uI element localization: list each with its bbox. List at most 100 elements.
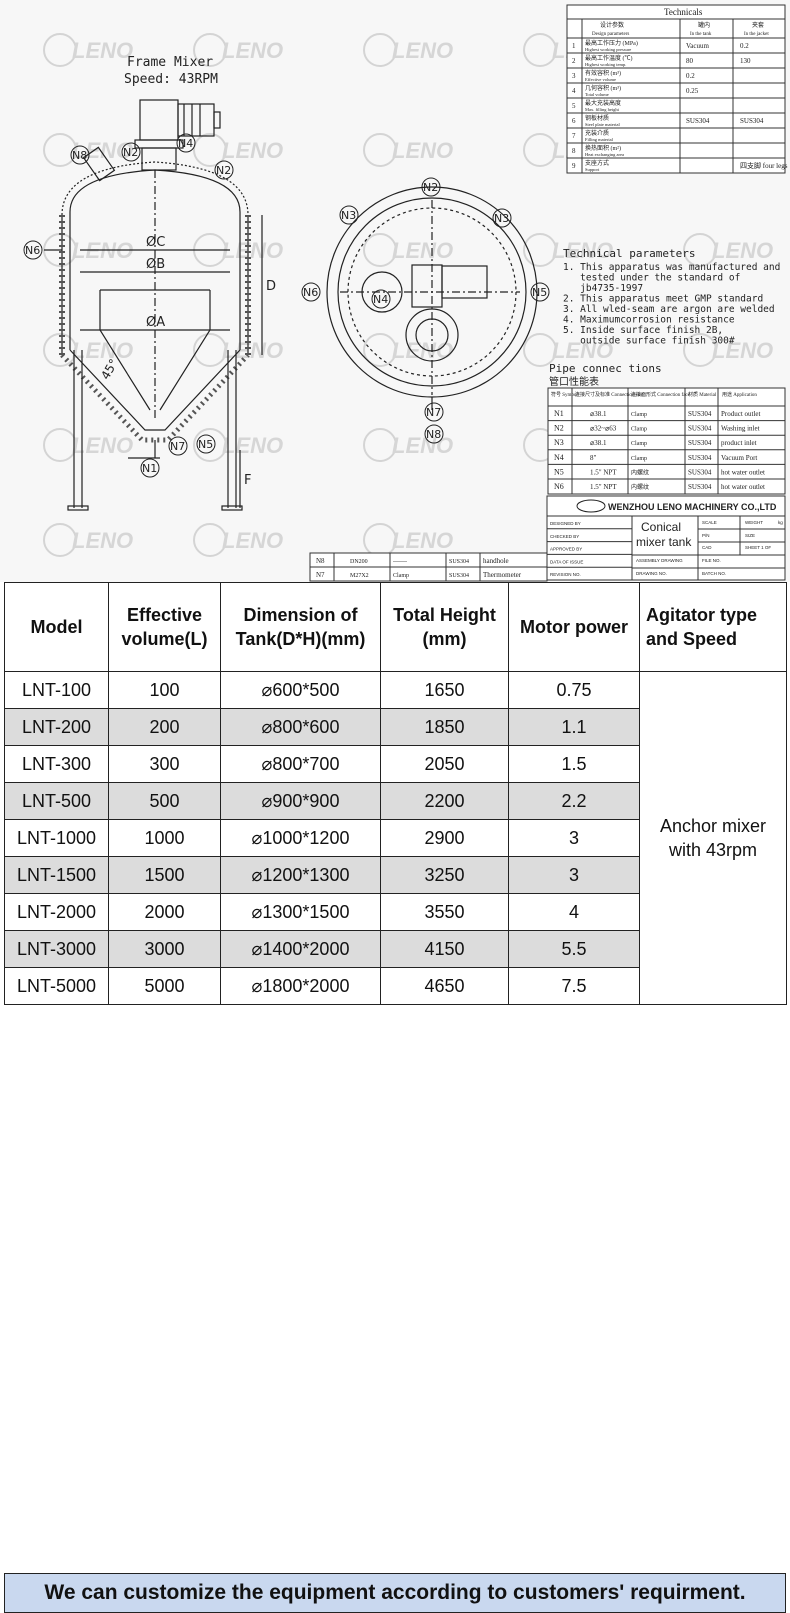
- technicals-row-no: 2: [572, 57, 576, 65]
- title-block-right-label: SHEET 1 OF: [745, 545, 771, 550]
- svg-text:N6: N6: [25, 244, 40, 257]
- technicals-row-no: 4: [572, 87, 576, 95]
- technicals-row-en: Highest working temp.: [585, 62, 626, 67]
- pipe-row-symbol: N4: [554, 453, 564, 462]
- watermark-logo: LENO: [43, 523, 133, 557]
- tech-params-title: Technical parameters: [563, 247, 695, 260]
- table-cell: 1650: [380, 671, 509, 709]
- table-cell: ⌀1200*1300: [220, 856, 381, 894]
- drawing-svg: LENO LENO LENO LENO LENO LENO LENO LENO …: [23, 4, 788, 582]
- table-cell: 1.1: [508, 708, 640, 746]
- watermark-logo: LENO: [363, 333, 453, 367]
- technicals-row-no: 9: [572, 162, 576, 170]
- tank-plan-view: [326, 186, 538, 410]
- svg-text:N2: N2: [216, 164, 231, 177]
- nozzle-n2-marker: N2: [121, 142, 141, 162]
- svg-text:LENO: LENO: [712, 338, 773, 363]
- table-cell: ⌀1400*2000: [220, 930, 381, 968]
- extra-row-symbol: N8: [316, 557, 325, 565]
- engineering-drawing: LENO LENO LENO LENO LENO LENO LENO LENO …: [0, 0, 790, 582]
- dim-phi-b: ØB: [146, 257, 165, 272]
- technicals-title: Technicals: [664, 7, 703, 17]
- table-cell: LNT-300: [4, 745, 109, 783]
- technicals-row-cn: 充装介质: [585, 129, 609, 137]
- pipe-title-cn: 管口性能表: [549, 375, 599, 388]
- table-cell: ⌀800*600: [220, 708, 381, 746]
- plan-n4-marker: N4: [371, 289, 391, 309]
- table-cell: 7.5: [508, 967, 640, 1005]
- table-cell: 1.5: [508, 745, 640, 783]
- svg-text:N6: N6: [303, 286, 318, 299]
- extra-row-application: handhole: [483, 557, 509, 565]
- pipe-row-material: SUS304: [688, 454, 712, 462]
- extra-row-face: Clamp: [393, 573, 409, 579]
- technicals-row-jacket: 0.2: [740, 42, 749, 50]
- watermark-logo: LENO: [523, 333, 613, 367]
- watermark-logo: LENO: [43, 428, 133, 462]
- watermark-logo: LENO: [363, 523, 453, 557]
- technicals-row-no: 5: [572, 102, 576, 110]
- table-cell: 500: [108, 782, 221, 820]
- nozzle-n5-marker: N5: [196, 434, 216, 454]
- svg-text:LENO: LENO: [222, 38, 283, 63]
- nozzle-markers-plan: N2 N3 N3 N6 N4 N5 N7 N8: [301, 177, 550, 444]
- technicals-row-en: Steel plate material: [585, 122, 620, 127]
- svg-text:LENO: LENO: [392, 38, 453, 63]
- watermark-logo: LENO: [193, 523, 283, 557]
- watermark-logo: LENO: [523, 233, 613, 267]
- tech-params-line: 2. This apparatus meet GMP standard: [563, 294, 763, 305]
- pipe-row-face: 内螺纹: [631, 468, 649, 476]
- table-cell: LNT-2000: [4, 893, 109, 931]
- technicals-row-en: Total volume: [585, 92, 609, 97]
- pipe-connections: Pipe connec tions 管口性能表 符号 Symbol 连接尺寸及标…: [547, 362, 786, 495]
- technicals-row-tank: 0.2: [686, 72, 695, 80]
- tech-params-line: 4. Maximumcorrosion resistance: [563, 315, 735, 326]
- nozzle-n8-marker: N8: [70, 145, 90, 165]
- header-dimension: Dimension of Tank(D*H)(mm): [220, 582, 381, 672]
- extra-row-size: DN200: [350, 559, 368, 565]
- pipe-row-symbol: N3: [554, 438, 564, 447]
- technicals-row-cn: 支座方式: [585, 159, 609, 167]
- svg-text:In the tank: In the tank: [690, 32, 712, 37]
- svg-text:LENO: LENO: [222, 433, 283, 458]
- agitator-line-1: Anchor mixer: [659, 816, 767, 836]
- svg-text:LENO: LENO: [552, 338, 613, 363]
- title-block-right-label: P/N: [702, 533, 710, 538]
- svg-text:N7: N7: [426, 406, 441, 419]
- frame-mixer-title: Frame Mixer: [127, 55, 213, 70]
- pipe-row-face: Clamp: [631, 441, 647, 447]
- title-block-right-label: FILE NO.: [702, 558, 721, 563]
- table-cell: 4: [508, 893, 640, 931]
- technicals-row-en: Highest working pressure: [585, 47, 631, 52]
- watermark-logo: LENO: [363, 133, 453, 167]
- table-cell: 0.75: [508, 671, 640, 709]
- watermark-logo: LENO: [193, 33, 283, 67]
- pipe-row-application: Washing inlet: [721, 425, 760, 433]
- svg-text:Design parameters: Design parameters: [592, 32, 629, 37]
- plan-n3b-marker: N3: [492, 208, 512, 228]
- title-block-label: DESIGNED BY: [550, 521, 581, 526]
- table-cell: 3000: [108, 930, 221, 968]
- pipe-row-face: Clamp: [631, 412, 647, 418]
- pipe-row-material: SUS304: [688, 483, 712, 491]
- svg-text:夹套: 夹套: [752, 21, 764, 29]
- pipe-row-face: Clamp: [631, 427, 647, 433]
- extra-row-application: Thermometer: [483, 571, 522, 579]
- spec-table-section: Model Effective volume(L) Dimension of T…: [0, 582, 790, 1613]
- title-block-right-label: kg: [778, 520, 783, 525]
- svg-text:LENO: LENO: [72, 38, 133, 63]
- technicals-row-no: 6: [572, 117, 576, 125]
- gearbox: [139, 99, 179, 141]
- title-block-label: DATA OF ISSUE: [550, 559, 583, 564]
- tank-elevation-view: Frame Mixer Speed: 43RPM ØC ØB ØA D F 45…: [44, 55, 276, 511]
- svg-text:LENO: LENO: [552, 238, 613, 263]
- technicals-row-no: 8: [572, 147, 576, 155]
- technicals-row-tank: 0.25: [686, 87, 699, 95]
- title-block-right-label: ASSEMBLY DRAWING: [636, 558, 683, 563]
- technicals-row-tank: Vacuum: [686, 42, 709, 50]
